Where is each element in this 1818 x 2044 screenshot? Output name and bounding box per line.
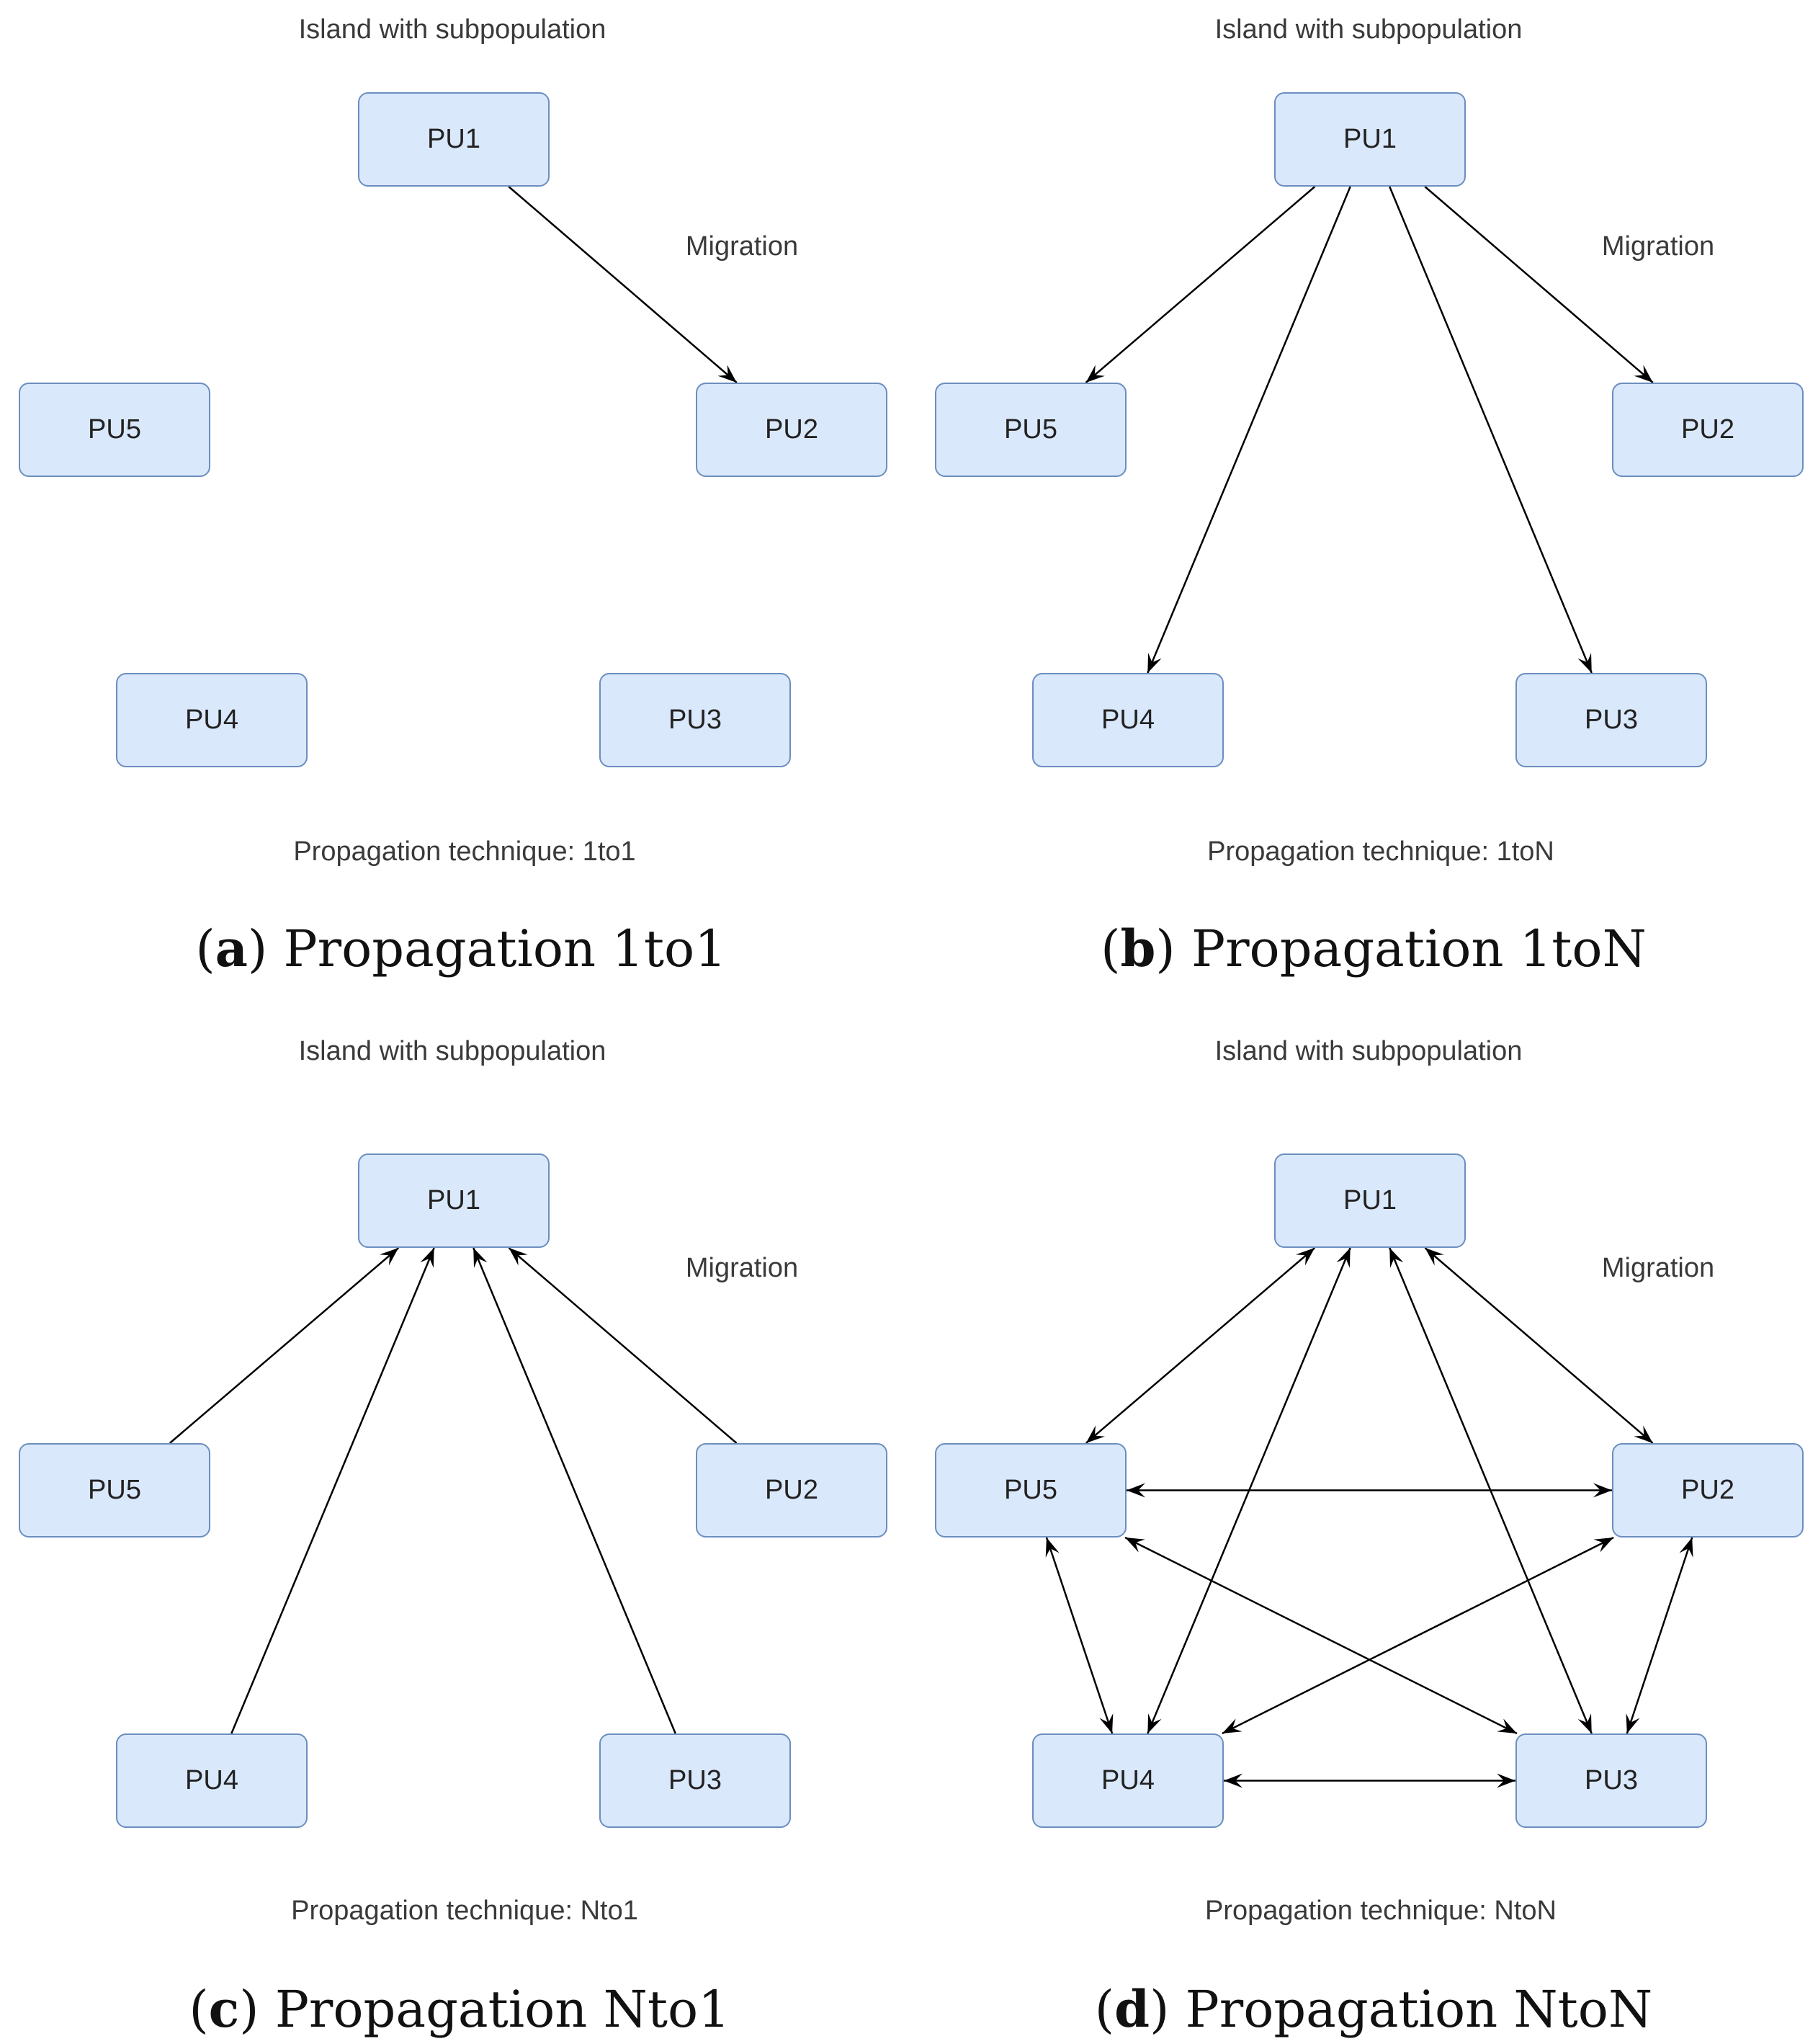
caption-letter: c [208, 1979, 240, 2039]
migration-edge-pu1-pu2 [1424, 186, 1654, 383]
migration-edge-pu1-pu5 [1085, 1247, 1316, 1444]
arrowhead [717, 365, 737, 383]
caption-letter: a [215, 919, 248, 978]
node-pu2: PU2 [1612, 383, 1804, 477]
caption-text: Propagation 1to1 [283, 919, 727, 978]
migration-label: Migration [1601, 231, 1715, 262]
arrowhead [379, 1248, 399, 1266]
arrowhead [1336, 1248, 1351, 1268]
arrowhead [1147, 653, 1162, 673]
arrowhead [1147, 1713, 1162, 1733]
arrowhead [1425, 1248, 1444, 1266]
node-pu2: PU2 [696, 383, 887, 477]
arrowhead [1045, 1538, 1060, 1558]
node-pu1: PU1 [1274, 1153, 1466, 1248]
caption-text: Propagation NtoN [1185, 1980, 1653, 2039]
edges-layer [169, 1247, 738, 1734]
island-label: Island with subpopulation [1214, 1036, 1523, 1066]
node-pu4: PU4 [1032, 1733, 1224, 1828]
diagram-panel-c: Island with subpopulation Migration PU1 … [0, 1022, 909, 2043]
migration-edge-pu4-pu1 [230, 1247, 435, 1734]
arrowhead [1224, 1773, 1242, 1788]
arrowhead [1099, 1713, 1114, 1733]
arrowhead [1577, 1713, 1592, 1733]
node-pu5: PU5 [935, 1443, 1127, 1538]
node-pu1: PU1 [358, 92, 550, 187]
migration-edge-pu5-pu1 [169, 1247, 400, 1444]
caption: (d) Propagation NtoN [1094, 1979, 1653, 2039]
migration-label: Migration [1601, 1253, 1715, 1283]
node-pu5: PU5 [935, 383, 1127, 477]
edges-layer [1085, 186, 1654, 674]
diagram-panel-b: Island with subpopulation Migration PU1 … [909, 0, 1818, 1022]
migration-edge-pu2-pu3 [1626, 1537, 1693, 1734]
arrowhead [1497, 1773, 1515, 1788]
island-label: Island with subpopulation [298, 1036, 606, 1066]
caption-letter: d [1114, 1979, 1150, 2039]
migration-edge-pu5-pu3 [1124, 1536, 1518, 1735]
arrowhead [1389, 1248, 1404, 1268]
arrowhead [1127, 1483, 1145, 1498]
island-label: Island with subpopulation [1214, 14, 1523, 45]
arrowhead [1593, 1483, 1612, 1498]
technique-label: Propagation technique: Nto1 [291, 1896, 638, 1926]
edges-layer [1045, 1247, 1693, 1788]
arrowhead [1295, 1248, 1315, 1266]
arrowhead [473, 1248, 488, 1268]
node-pu5: PU5 [19, 1443, 210, 1538]
arrowhead [1085, 1425, 1106, 1443]
caption: (c) Propagation Nto1 [189, 1979, 730, 2039]
node-pu3: PU3 [599, 1733, 791, 1828]
edges-layer [508, 186, 738, 383]
caption-letter: b [1120, 919, 1156, 978]
migration-edge-pu2-pu4 [1222, 1536, 1614, 1735]
node-pu2: PU2 [1612, 1443, 1804, 1538]
migration-edge-pu1-pu2 [1424, 1247, 1654, 1444]
diagram-panel-d: Island with subpopulation Migration PU1 … [909, 1022, 1818, 2043]
arrowhead [509, 1248, 528, 1266]
arrowhead [1577, 653, 1592, 673]
arrowhead [1497, 1718, 1517, 1733]
arrowhead [1593, 1538, 1614, 1553]
arrowhead [1634, 365, 1653, 383]
diagram-panel-a: Island with subpopulation Migration PU1 … [0, 0, 909, 1022]
technique-label: Propagation technique: 1toN [1207, 836, 1554, 867]
arrowhead [1222, 1718, 1242, 1733]
arrowhead [420, 1248, 434, 1268]
node-pu1: PU1 [1274, 92, 1466, 187]
caption: (b) Propagation 1toN [1101, 919, 1647, 978]
node-pu4: PU4 [116, 673, 308, 767]
migration-edge-pu2-pu1 [508, 1247, 738, 1444]
node-pu3: PU3 [1515, 1733, 1707, 1828]
migration-label: Migration [685, 231, 799, 262]
node-pu1: PU1 [358, 1153, 550, 1248]
node-pu2: PU2 [696, 1443, 887, 1538]
migration-edge-pu5-pu4 [1045, 1537, 1114, 1734]
island-label: Island with subpopulation [298, 14, 606, 45]
caption-text: Propagation Nto1 [274, 1980, 730, 2039]
technique-label: Propagation technique: 1to1 [293, 836, 636, 867]
caption: (a) Propagation 1to1 [195, 919, 727, 978]
node-pu3: PU3 [1515, 673, 1707, 767]
arrowhead [1679, 1538, 1693, 1558]
migration-edge-pu1-pu3 [1389, 186, 1593, 674]
migration-edge-pu1-pu4 [1147, 186, 1351, 674]
caption-text: Propagation 1toN [1191, 919, 1647, 978]
node-pu4: PU4 [1032, 673, 1224, 767]
technique-label: Propagation technique: NtoN [1205, 1896, 1557, 1926]
migration-edge-pu1-pu2 [508, 186, 738, 383]
node-pu5: PU5 [19, 383, 210, 477]
arrowhead [1125, 1538, 1145, 1553]
arrowhead [1085, 365, 1105, 383]
node-pu3: PU3 [599, 673, 791, 767]
migration-edge-pu1-pu5 [1085, 186, 1316, 383]
migration-label: Migration [685, 1253, 799, 1283]
arrowhead [1634, 1425, 1653, 1443]
node-pu4: PU4 [116, 1733, 308, 1828]
arrowhead [1626, 1713, 1640, 1733]
migration-edge-pu3-pu1 [473, 1247, 676, 1734]
